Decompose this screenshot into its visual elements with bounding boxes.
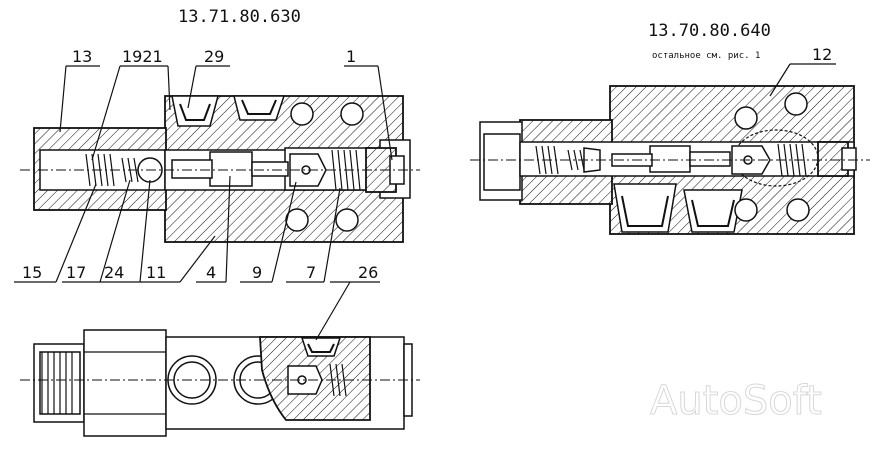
drawing-code-left: 13.71.80.630 bbox=[178, 7, 301, 27]
drawing-code-right: 13.70.80.640 bbox=[648, 21, 771, 41]
callout-4: 4 bbox=[206, 263, 216, 282]
drawing-note-right: остальное см. рис. 1 bbox=[652, 51, 760, 61]
callout-17: 17 bbox=[66, 263, 86, 282]
left-section-view bbox=[20, 95, 420, 243]
callout-13: 13 bbox=[72, 47, 92, 66]
left-exterior-view bbox=[20, 329, 420, 437]
right-section-view bbox=[470, 85, 870, 235]
callout-1: 1 bbox=[346, 47, 356, 66]
callout-9: 9 bbox=[252, 263, 262, 282]
callout-1921: 1921 bbox=[122, 47, 163, 66]
callout-24: 24 bbox=[104, 263, 124, 282]
callout-15: 15 bbox=[22, 263, 42, 282]
leader-lines bbox=[14, 63, 836, 341]
callout-26: 26 bbox=[358, 263, 378, 282]
watermark: AutoSoft bbox=[650, 378, 822, 424]
callout-29: 29 bbox=[204, 47, 224, 66]
callout-11: 11 bbox=[146, 263, 166, 282]
callout-12: 12 bbox=[812, 45, 832, 64]
callout-7: 7 bbox=[306, 263, 316, 282]
